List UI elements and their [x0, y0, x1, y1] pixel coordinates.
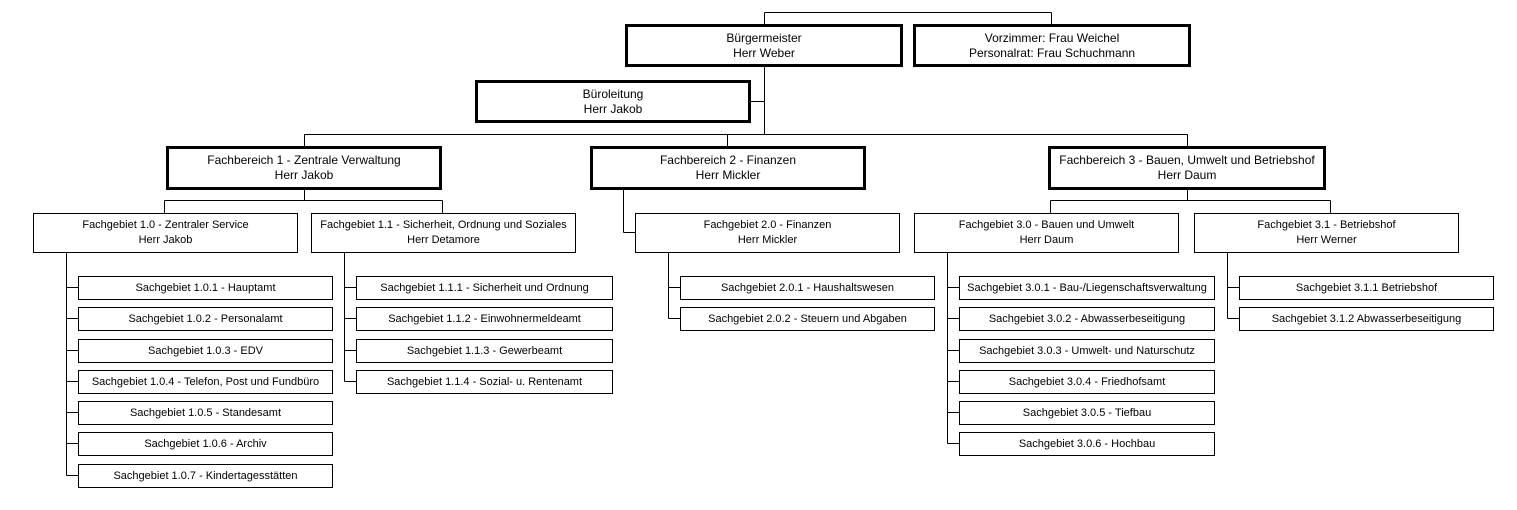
field-title: Fachgebiet 1.0 - Zentraler Service — [82, 219, 249, 231]
section-box: Sachgebiet 1.0.3 - EDV — [78, 339, 333, 363]
bureau-person: Herr Jakob — [583, 101, 643, 116]
bureau-title: Büroleitung — [582, 86, 644, 101]
field-box-2-0: Fachgebiet 2.0 - Finanzen Herr Mickler — [635, 213, 900, 253]
section-box: Sachgebiet 3.1.1 Betriebshof — [1239, 276, 1494, 300]
section-box: Sachgebiet 1.1.3 - Gewerbeamt — [356, 339, 613, 363]
field-person: Herr Detamore — [407, 234, 480, 246]
field-title: Fachgebiet 3.1 - Betriebshof — [1257, 219, 1396, 231]
section-box: Sachgebiet 2.0.2 - Steuern und Abgaben — [680, 307, 935, 331]
section-box: Sachgebiet 1.0.7 - Kindertagesstätten — [78, 464, 333, 488]
mayor-box: Bürgermeister Herr Weber — [625, 24, 903, 67]
section-box: Sachgebiet 1.0.1 - Hauptamt — [78, 276, 333, 300]
section-box: Sachgebiet 3.0.1 - Bau-/Liegenschaftsver… — [959, 276, 1215, 300]
department-person: Herr Daum — [1157, 168, 1217, 182]
section-box: Sachgebiet 3.0.3 - Umwelt- und Naturschu… — [959, 339, 1215, 363]
section-box: Sachgebiet 1.0.5 - Standesamt — [78, 401, 333, 425]
department-title: Fachbereich 2 - Finanzen — [659, 153, 797, 167]
section-box: Sachgebiet 3.1.2 Abwasserbeseitigung — [1239, 307, 1494, 331]
section-box: Sachgebiet 1.0.2 - Personalamt — [78, 307, 333, 331]
section-box: Sachgebiet 3.0.6 - Hochbau — [959, 432, 1215, 456]
field-box-3-1: Fachgebiet 3.1 - Betriebshof Herr Werner — [1194, 213, 1459, 253]
mayor-title: Bürgermeister — [726, 30, 802, 45]
department-person: Herr Mickler — [695, 168, 761, 182]
field-box-1-1: Fachgebiet 1.1 - Sicherheit, Ordnung und… — [311, 213, 576, 253]
field-box-1-0: Fachgebiet 1.0 - Zentraler Service Herr … — [33, 213, 298, 253]
field-person: Herr Werner — [1296, 234, 1357, 246]
section-box: Sachgebiet 3.0.4 - Friedhofsamt — [959, 370, 1215, 394]
field-box-3-0: Fachgebiet 3.0 - Bauen und Umwelt Herr D… — [914, 213, 1179, 253]
field-title: Fachgebiet 1.1 - Sicherheit, Ordnung und… — [320, 219, 567, 231]
section-box: Sachgebiet 1.0.6 - Archiv — [78, 432, 333, 456]
field-person: Herr Jakob — [138, 234, 193, 246]
section-box: Sachgebiet 1.1.1 - Sicherheit und Ordnun… — [356, 276, 613, 300]
office-line-2: Personalrat: Frau Schuchmann — [968, 45, 1136, 60]
section-box: Sachgebiet 1.0.4 - Telefon, Post und Fun… — [78, 370, 333, 394]
section-box: Sachgebiet 3.0.5 - Tiefbau — [959, 401, 1215, 425]
bureau-box: Büroleitung Herr Jakob — [475, 80, 751, 123]
field-title: Fachgebiet 3.0 - Bauen und Umwelt — [958, 219, 1135, 231]
mayor-person: Herr Weber — [733, 45, 795, 60]
section-box: Sachgebiet 2.0.1 - Haushaltswesen — [680, 276, 935, 300]
department-person: Herr Jakob — [274, 168, 334, 182]
section-box: Sachgebiet 1.1.4 - Sozial- u. Rentenamt — [356, 370, 613, 394]
department-box-1: Fachbereich 1 - Zentrale Verwaltung Herr… — [166, 146, 442, 190]
department-title: Fachbereich 3 - Bauen, Umwelt und Betrie… — [1059, 153, 1315, 167]
department-title: Fachbereich 1 - Zentrale Verwaltung — [207, 153, 401, 167]
department-box-2: Fachbereich 2 - Finanzen Herr Mickler — [590, 146, 866, 190]
office-line-1: Vorzimmer: Frau Weichel — [984, 30, 1120, 45]
field-person: Herr Mickler — [737, 234, 798, 246]
field-title: Fachgebiet 2.0 - Finanzen — [703, 219, 832, 231]
department-box-3: Fachbereich 3 - Bauen, Umwelt und Betrie… — [1048, 146, 1326, 190]
section-box: Sachgebiet 3.0.2 - Abwasserbeseitigung — [959, 307, 1215, 331]
office-box: Vorzimmer: Frau Weichel Personalrat: Fra… — [913, 24, 1191, 67]
field-person: Herr Daum — [1019, 234, 1074, 246]
section-box: Sachgebiet 1.1.2 - Einwohnermeldeamt — [356, 307, 613, 331]
